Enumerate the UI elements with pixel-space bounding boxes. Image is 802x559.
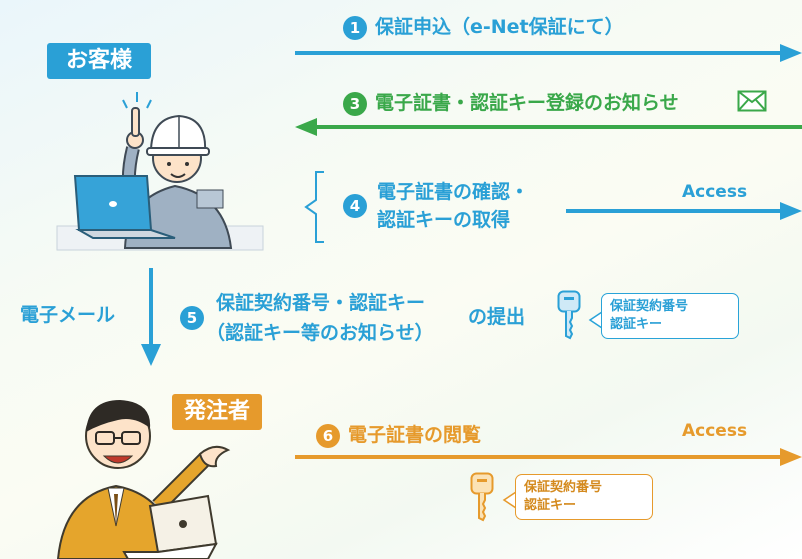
step-6-arrow — [295, 448, 802, 466]
step-5-number: 5 — [180, 306, 204, 330]
customer-label: お客様 — [65, 48, 132, 73]
mail-icon — [737, 90, 767, 112]
key-icon — [470, 472, 494, 522]
orderer-illustration — [56, 400, 231, 559]
step-1-text: 保証申込（e-Net保証にて） — [375, 16, 624, 38]
step-4-line1: 電子証書の確認・ — [377, 181, 530, 203]
step-6-number: 6 — [316, 423, 340, 448]
step-1-number: 1 — [343, 15, 367, 40]
keycard-blue-line2: 認証キー — [610, 317, 663, 332]
customer-illustration — [56, 92, 264, 251]
keycard-orange-line1: 保証契約番号 — [524, 480, 603, 495]
email-down-arrow — [141, 268, 161, 366]
step-3-arrow — [295, 118, 802, 136]
key-icon — [557, 290, 581, 340]
step-4-number: 4 — [343, 194, 367, 218]
orderer-badge: 発注者 — [172, 394, 262, 430]
step-5-label: 5 保証契約番号・認証キー （認証キー等のお知らせ） — [180, 288, 434, 348]
step-4-arrow — [566, 202, 802, 220]
step-6-text: 電子証書の閲覧 — [348, 424, 482, 446]
email-label: 電子メール — [20, 304, 116, 326]
keycard-blue-line1: 保証契約番号 — [610, 299, 689, 314]
keycard-orange: 保証契約番号 認証キー — [515, 474, 653, 520]
step-6-label: 6 電子証書の閲覧 — [316, 420, 481, 448]
step-3-text: 電子証書・認証キー登録のお知らせ — [375, 92, 679, 114]
keycard-blue: 保証契約番号 認証キー — [601, 293, 739, 339]
customer-badge: お客様 — [47, 43, 151, 79]
keycard-orange-line2: 認証キー — [524, 498, 577, 513]
step-4-bracket — [304, 171, 324, 243]
keycard-blue-pointer — [588, 311, 603, 329]
step-3-label: 3 電子証書・認証キー登録のお知らせ — [343, 88, 679, 116]
step-3-number: 3 — [343, 91, 367, 116]
step-4-access: Access — [682, 182, 748, 202]
step-1-arrow — [295, 44, 802, 62]
step-5-line2: （認証キー等のお知らせ） — [206, 322, 434, 344]
step-4-label: 4 電子証書の確認・ 認証キーの取得 — [343, 178, 529, 234]
orderer-label: 発注者 — [183, 399, 250, 424]
step-5-suffix: の提出 — [468, 306, 526, 328]
step-4-line2: 認証キーの取得 — [377, 209, 511, 231]
step-1-label: 1 保証申込（e-Net保証にて） — [343, 12, 624, 40]
step-5-line1: 保証契約番号・認証キー — [216, 292, 426, 314]
step-6-access: Access — [682, 421, 748, 441]
keycard-orange-pointer — [502, 491, 517, 509]
